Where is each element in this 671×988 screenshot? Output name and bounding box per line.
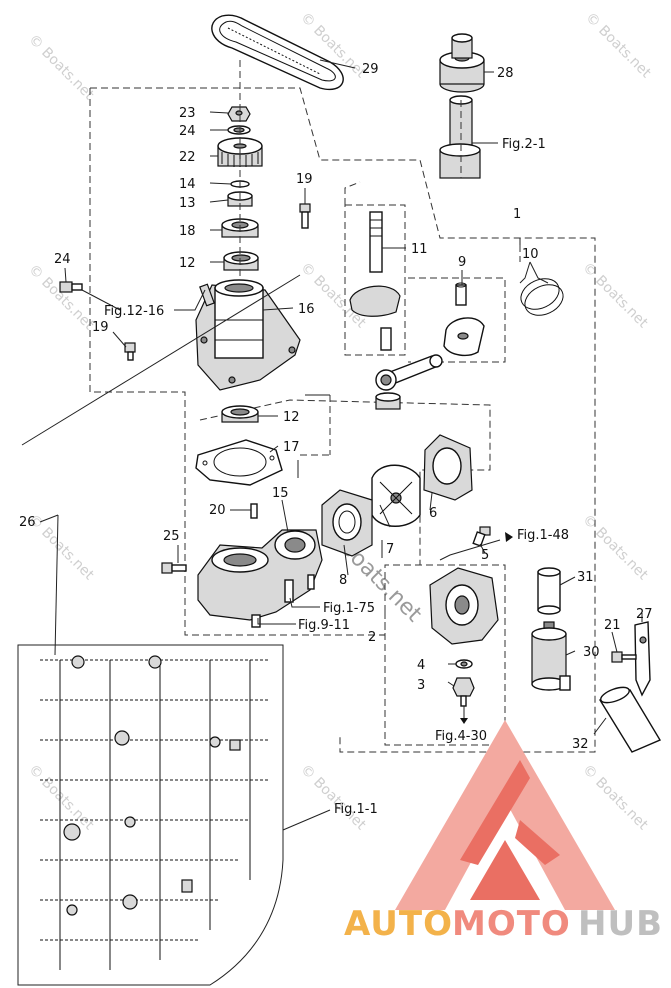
- callout-4: 4: [417, 658, 425, 673]
- timing-belt: [211, 14, 344, 91]
- ref-fig-1-1: Fig.1-1: [334, 802, 378, 817]
- figure-references: Fig.2-1 Fig.12-16 Fig.1-48 Fig.1-75 Fig.…: [104, 137, 569, 817]
- callout-12-lower: 12: [283, 410, 300, 425]
- callout-7: 7: [386, 542, 394, 557]
- callout-21: 22: [179, 150, 196, 165]
- callout-1: 1: [513, 207, 521, 222]
- leader-lines: [21, 59, 643, 831]
- callout-25: 26: [19, 515, 36, 530]
- brand-name-hub: HUB: [578, 904, 663, 944]
- ref-fig-4-30: Fig.4-30: [435, 729, 487, 744]
- callout-27: 29: [362, 62, 379, 77]
- carburetor-body: [197, 503, 323, 628]
- callout-15: 15: [272, 486, 289, 501]
- brand-logo: AUTO MOTO HUB: [344, 720, 663, 944]
- callout-22: 23: [179, 106, 196, 121]
- ref-fig-9-11: Fig.9-11: [298, 618, 350, 633]
- shaft-assembly: [439, 95, 481, 179]
- watermark-text: © Boats.net: [579, 762, 651, 834]
- drive-pulley: [439, 33, 485, 93]
- callout-9: 9: [458, 255, 466, 270]
- watermark-text: © Boats.net: [297, 762, 369, 834]
- callout-24-upper: 24: [54, 252, 71, 267]
- watermark-text: © Boats.net: [25, 32, 97, 104]
- callout-23: 24: [179, 124, 196, 139]
- callout-3: 3: [417, 678, 425, 693]
- fuel-pump: [429, 567, 499, 707]
- callout-19-lower: 19: [92, 320, 109, 335]
- ref-fig-2-1: Fig.2-1: [502, 137, 546, 152]
- callout-31: 27: [636, 607, 653, 622]
- callout-30: 32: [572, 737, 589, 752]
- callout-16: 16: [298, 302, 315, 317]
- callout-12-upper: 12: [179, 256, 196, 271]
- callout-11: 11: [411, 242, 428, 257]
- ref-fig-1-75: Fig.1-75: [323, 601, 375, 616]
- callout-14: 14: [179, 177, 196, 192]
- upper-housing: [195, 279, 301, 391]
- brand-name-moto: MOTO: [452, 904, 571, 944]
- callout-20: 20: [209, 503, 226, 518]
- callout-13: 13: [179, 196, 196, 211]
- callout-19-upper: 19: [296, 172, 313, 187]
- gear-stack: [217, 60, 263, 290]
- ref-fig-12-16: Fig.12-16: [104, 304, 164, 319]
- callout-labels: 29 28 23 24 22 14 13 18 12 19 24 19 16 1…: [19, 62, 653, 752]
- watermark-text: © Boats.net: [25, 512, 97, 584]
- piston-group: [443, 278, 564, 357]
- watermark-text: © Boats.net: [582, 10, 654, 82]
- callout-32: 21: [604, 618, 621, 633]
- callout-2: 2: [368, 630, 376, 645]
- callout-17: 17: [283, 440, 300, 455]
- callout-24-lower: 25: [163, 529, 180, 544]
- callout-6: 6: [429, 506, 437, 521]
- brand-name-auto: AUTO: [344, 904, 453, 944]
- callout-5: 5: [481, 548, 489, 563]
- connecting-rod: [375, 354, 443, 410]
- watermark-layer: © Boats.net © Boats.net © Boats.net © Bo…: [25, 10, 654, 834]
- lower-bearing-gasket: [195, 405, 283, 486]
- callout-28: 30: [583, 645, 600, 660]
- callout-10: 10: [522, 247, 539, 262]
- bolts: [59, 203, 491, 574]
- callout-8: 8: [339, 573, 347, 588]
- callout-18: 18: [179, 224, 196, 239]
- ref-fig-1-48: Fig.1-48: [517, 528, 569, 543]
- callout-29: 31: [577, 570, 594, 585]
- callout-26: 28: [497, 66, 514, 81]
- filter-group: [531, 567, 662, 753]
- assembly-boundaries: [89, 87, 596, 753]
- crankshaft: [349, 211, 401, 351]
- watermark-text: © Boats.net: [25, 262, 97, 334]
- watermark-text: © Boats.net: [25, 762, 97, 834]
- cylinder-block-inset: [17, 644, 284, 986]
- pump-plates: [321, 434, 473, 557]
- watermark-text: © Boats.net: [579, 260, 651, 332]
